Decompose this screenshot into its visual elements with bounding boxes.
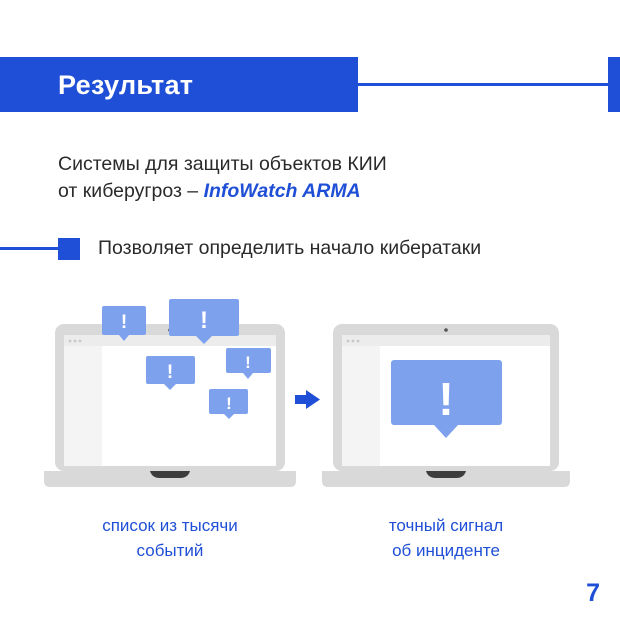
feature-marker-line <box>0 247 60 250</box>
alert-bubble-icon: ! <box>391 360 502 438</box>
alert-bubble-icon: ! <box>209 389 248 419</box>
left-caption: список из тысячи событий <box>70 513 270 563</box>
alert-bubble-icon: ! <box>169 299 239 344</box>
slide-heading: Системы для защиты объектов КИИ от кибер… <box>58 151 387 205</box>
svg-text:!: ! <box>121 312 127 333</box>
svg-text:!: ! <box>226 394 232 413</box>
svg-text:!: ! <box>438 373 453 425</box>
svg-text:!: ! <box>245 353 251 372</box>
alert-bubble-icon: ! <box>146 356 195 390</box>
feature-text: Позволяет определить начало кибератаки <box>98 237 482 259</box>
arrow-right-icon <box>295 390 320 409</box>
alert-bubble-icon: ! <box>226 348 271 379</box>
alert-bubble-icon: ! <box>102 306 146 341</box>
page-title: Результат <box>58 70 194 100</box>
brand-name: InfoWatch ARMA <box>203 180 361 202</box>
right-caption: точный сигнал об инциденте <box>346 513 546 563</box>
feature-marker-square <box>58 238 80 260</box>
header-banner <box>0 57 358 112</box>
heading-line-1: Системы для защиты объектов КИИ <box>58 153 387 175</box>
right-caption-line-2: об инциденте <box>392 541 500 560</box>
right-caption-line-1: точный сигнал <box>388 516 504 535</box>
left-caption-line-1: список из тысячи <box>102 516 238 535</box>
svg-text:!: ! <box>167 362 173 383</box>
left-caption-line-2: событий <box>136 541 204 560</box>
svg-text:!: ! <box>200 307 208 334</box>
header-end-block <box>608 57 620 112</box>
page-number: 7 <box>586 579 600 607</box>
header-divider-line <box>358 83 610 86</box>
heading-line-2: от киберугроз – InfoWatch ARMA <box>58 178 387 205</box>
heading-line-2-prefix: от киберугроз – <box>58 180 204 202</box>
laptop-icon <box>322 324 570 487</box>
